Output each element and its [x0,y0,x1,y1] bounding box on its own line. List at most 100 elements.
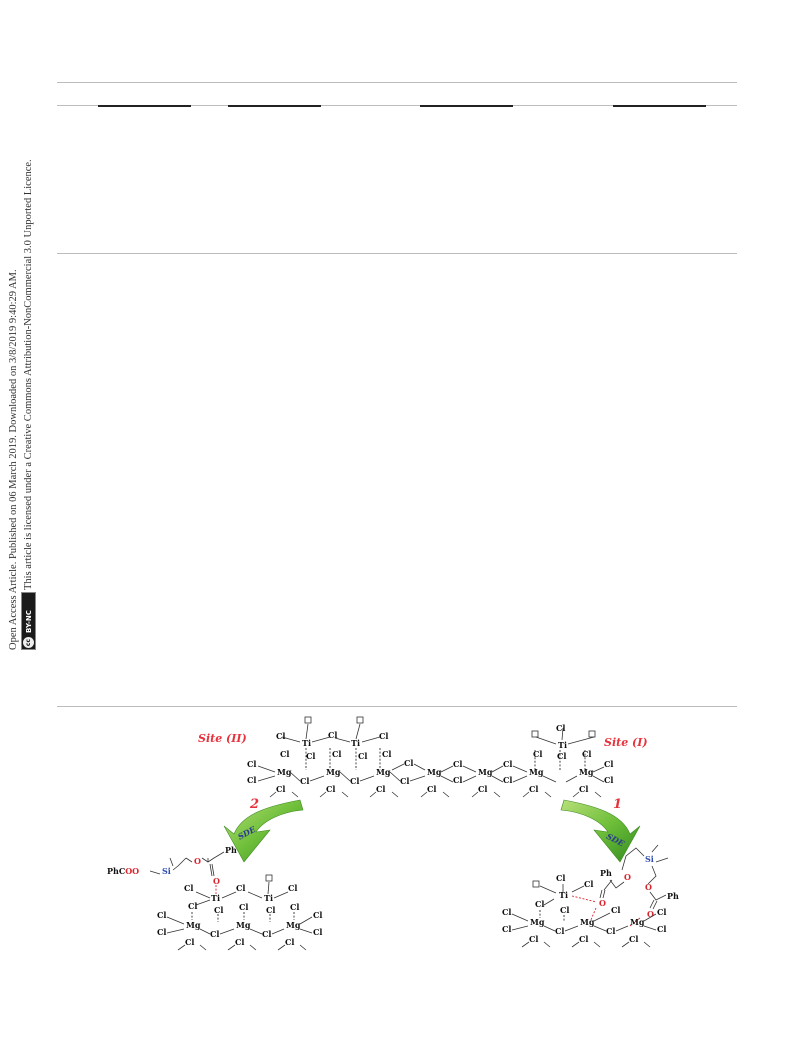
mg-atom: Mg [236,920,251,930]
mg-atom: Mg [376,767,391,777]
cl-atom: Cl [657,907,666,917]
ti-atom: Ti [211,893,220,903]
top-surface-structure: Ti Ti Ti Cl Cl Cl Cl Cl Cl Cl Cl Cl Cl C… [247,716,613,798]
cl-atom: Cl [404,758,413,768]
cl-atom: Cl [535,899,544,909]
mg-atom: Mg [186,920,201,930]
cl-atom: Cl [579,934,588,944]
cl-atom: Cl [453,775,462,785]
cl-atom: Cl [376,784,385,794]
cl-atom: Cl [382,749,391,759]
si-atom: Si [162,866,171,876]
cl-atom: Cl [606,926,615,936]
cl-atom: Cl [266,905,275,915]
mg-atom: Mg [427,767,442,777]
vacancy-square [304,716,312,724]
ti-atom: Ti [264,893,273,903]
vacancy-square [531,730,539,738]
vacancy-square [265,874,273,882]
table-header-rule [57,105,737,106]
cl-atom: Cl [379,731,388,741]
cl-atom: Cl [214,905,223,915]
cl-atom: Cl [306,751,315,761]
arrow-sde-1: 1 SDE [560,797,641,863]
cl-atom: Cl [503,759,512,769]
cl-atom: Cl [582,749,591,759]
cl-atom: Cl [239,902,248,912]
cl-atom: Cl [280,749,289,759]
cl-atom: Cl [247,775,256,785]
bottom-left-structure: PhCOO Si O Ph O Ti Ti Cl Cl Cl Cl Cl Cl … [107,845,322,951]
column-rule-4 [613,105,706,107]
ph-group: Ph [225,845,237,855]
mg-atom: Mg [478,767,493,777]
cl-atom: Cl [247,759,256,769]
arrow-sde-2: 2 SDE [223,797,304,863]
mg-atom: Mg [277,767,292,777]
mg-atom: Mg [630,917,645,927]
mg-atom: Mg [530,917,545,927]
cl-atom: Cl [188,901,197,911]
cl-atom: Cl [400,776,409,786]
cl-atom: Cl [478,784,487,794]
bottom-right-structure: Si O Ph O O Ph O Ti Cl Cl Cl Cl Mg Mg Mg… [502,844,679,948]
o-atom: O [599,898,606,908]
cl-atom: Cl [236,883,245,893]
cl-atom: Cl [184,883,193,893]
cl-atom: Cl [358,751,367,761]
cl-atom: Cl [502,924,511,934]
cl-atom: Cl [556,723,565,733]
arrow-number-2: 2 [249,797,259,812]
cl-atom: Cl [276,731,285,741]
o-atom: O [645,882,652,892]
vacancy-square [356,716,364,724]
cl-atom: Cl [555,926,564,936]
cl-atom: Cl [288,883,297,893]
cl-atom: Cl [629,934,638,944]
o-atom: O [624,872,631,882]
cl-atom: Cl [300,776,309,786]
top-rule [57,82,737,83]
ph-group: Ph [667,891,679,901]
cl-atom: Cl [533,749,542,759]
phcoo-group: PhCOO [107,866,139,876]
cl-atom: Cl [326,784,335,794]
figure-top-rule [57,706,737,707]
cl-atom: Cl [604,775,613,785]
cl-atom: Cl [290,902,299,912]
cl-atom: Cl [157,910,166,920]
cl-atom: Cl [529,784,538,794]
o-atom: O [194,856,201,866]
cl-atom: Cl [276,784,285,794]
cl-atom: Cl [657,924,666,934]
cl-atom: Cl [502,907,511,917]
cl-atom: Cl [604,759,613,769]
mg-atom: Mg [326,767,341,777]
cl-atom: Cl [332,749,341,759]
o-atom: O [213,876,220,886]
cl-atom: Cl [210,929,219,939]
cl-atom: Cl [579,784,588,794]
cl-atom: Cl [503,775,512,785]
site-i-label: Site (I) [604,736,648,749]
cl-atom: Cl [157,927,166,937]
cl-atom: Cl [556,873,565,883]
vacancy-square [532,880,540,888]
cl-atom: Cl [453,759,462,769]
ti-atom: Ti [558,740,567,750]
si-atom: Si [645,854,654,864]
cl-atom: Cl [560,905,569,915]
site-ii-label: Site (II) [198,732,247,745]
cl-atom: Cl [427,784,436,794]
cl-atom: Cl [313,910,322,920]
ph-group: Ph [600,868,612,878]
cl-atom: Cl [584,879,593,889]
ti-atom: Ti [559,890,568,900]
column-rule-1 [98,105,191,107]
cl-atom: Cl [235,937,244,947]
cl-atom: Cl [350,776,359,786]
o-atom: O [647,909,654,919]
cl-atom: Cl [285,937,294,947]
ti-atom: Ti [302,738,311,748]
